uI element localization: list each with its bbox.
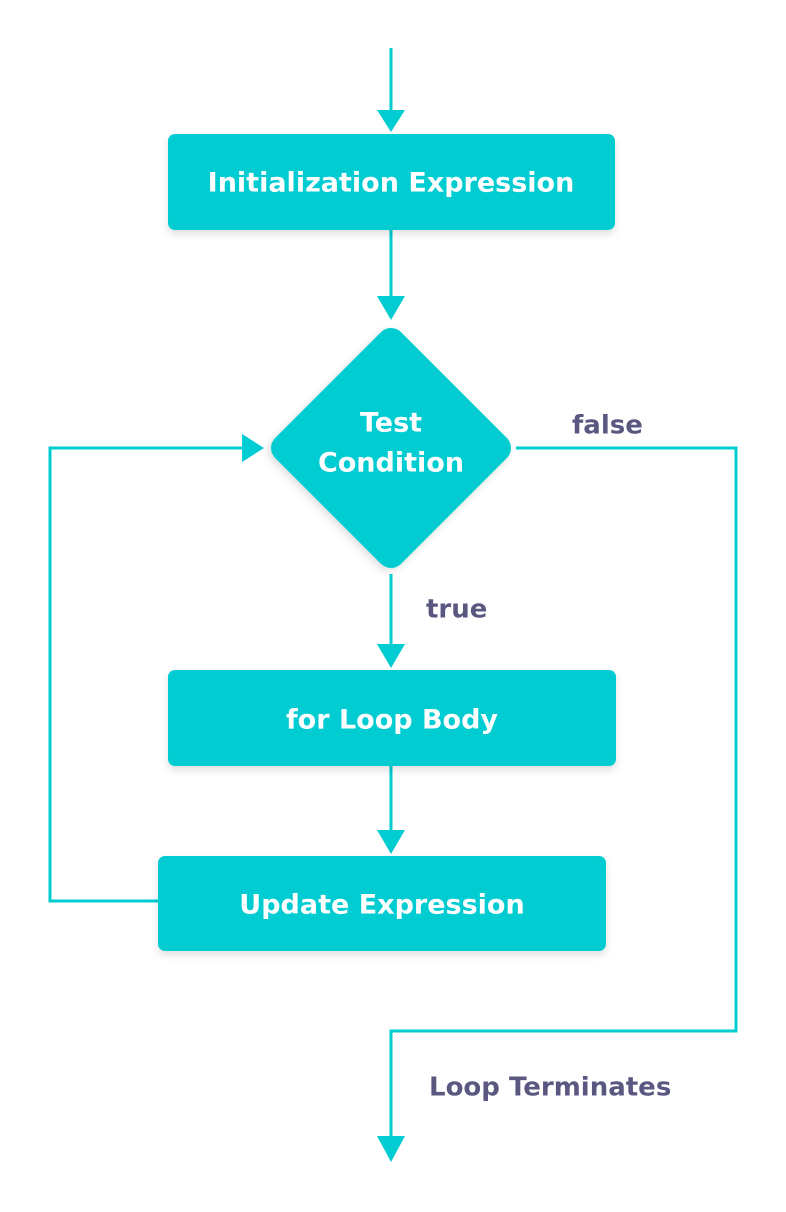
update-loopback-head: [242, 434, 264, 462]
update-box: [158, 856, 606, 951]
initialization-label: Initialization Expression: [208, 168, 575, 199]
node-test-condition: Test Condition: [270, 327, 512, 569]
false-edge-label: false: [572, 411, 643, 441]
loop-body-label: for Loop Body: [286, 705, 498, 736]
test-condition-diamond: [270, 327, 512, 569]
body-to-update-head: [377, 830, 405, 854]
node-initialization: Initialization Expression: [168, 134, 615, 230]
node-loop-body: for Loop Body: [168, 670, 616, 766]
loop-terminates-label: Loop Terminates: [429, 1073, 671, 1103]
false-exit-line: [389, 446, 738, 1138]
test-condition-label-line1: Test: [360, 408, 422, 439]
condition-to-body-head: [377, 644, 405, 668]
node-update: Update Expression: [158, 856, 606, 951]
loop-body-box: [168, 670, 616, 766]
entry-arrow-head: [377, 110, 405, 132]
update-label: Update Expression: [239, 890, 524, 921]
connectors: [48, 48, 738, 1162]
update-loopback-line: [48, 446, 244, 903]
initialization-box: [168, 134, 615, 230]
true-edge-label: true: [426, 595, 487, 625]
false-exit-head: [377, 1136, 405, 1162]
test-condition-label-line2: Condition: [318, 448, 464, 479]
init-to-condition-head: [377, 296, 405, 320]
